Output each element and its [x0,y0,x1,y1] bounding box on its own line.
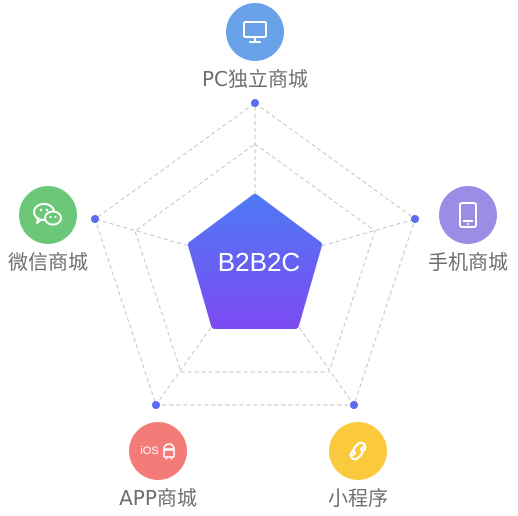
link-icon [329,422,387,480]
node-pc: PC独立商城 [200,3,310,91]
node-app: iOS APP商城 [103,422,213,510]
ios-android-icon: iOS [129,422,187,480]
vertex-dot-app [152,401,160,409]
node-wechat: 微信商城 [0,186,96,274]
node-label-pc: PC独立商城 [201,67,309,91]
grid-outer [94,102,416,406]
node-label-app: APP商城 [119,486,197,510]
wechat-icon [19,186,77,244]
monitor-icon [226,3,284,61]
ios-text: iOS [140,445,159,457]
node-label-wechat: 微信商城 [8,250,88,274]
node-mini: 小程序 [308,422,408,510]
vertex-dot-mobile [411,215,419,223]
node-mobile: 手机商城 [418,186,518,274]
vertex-dot-wechat [91,215,99,223]
grid-mid [134,143,376,373]
vertex-dot-mini [350,401,358,409]
center-label: B2B2C [217,247,301,277]
vertex-dot-pc [251,99,259,107]
tablet-icon [439,186,497,244]
center-pentagon [188,194,322,329]
node-label-mini: 小程序 [328,486,388,510]
node-label-mobile: 手机商城 [428,250,508,274]
